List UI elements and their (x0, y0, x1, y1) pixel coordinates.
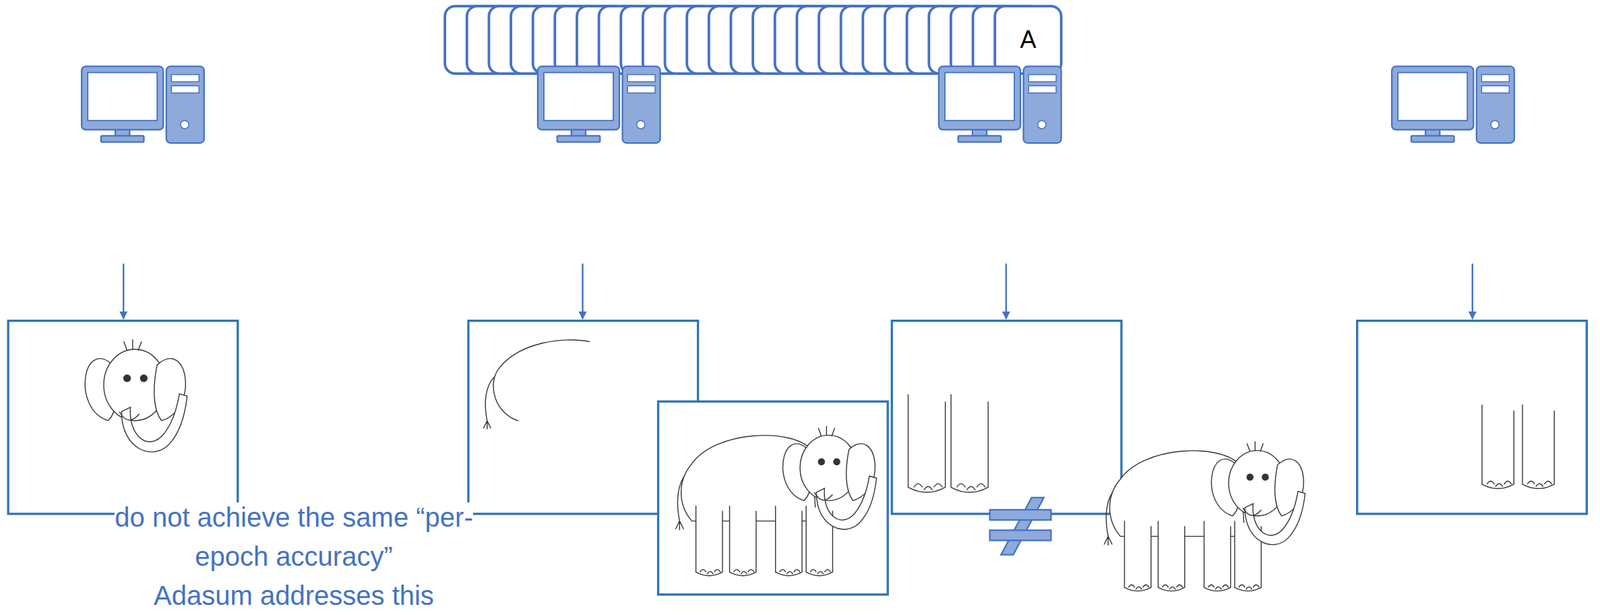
elephant-sketch (1482, 404, 1555, 489)
down-arrow (122, 263, 125, 319)
note-text: Adasum addresses this (153, 580, 435, 610)
note-line-wrap: Adasum addresses this (105, 575, 483, 615)
elephant-sketch (483, 339, 590, 429)
computer-icons (81, 66, 1515, 143)
image-box (8, 320, 238, 514)
computer-icon (537, 66, 661, 143)
elephant-sketch (84, 339, 187, 452)
down-arrow (1005, 263, 1007, 319)
computer-icon (938, 66, 1062, 143)
image-box (891, 320, 1122, 514)
image-boxes (8, 320, 1587, 595)
note-text: do not achieve the same “per-epoch accur… (114, 502, 473, 571)
image-box (658, 401, 889, 594)
worker-card (994, 6, 1061, 74)
image-box (1357, 320, 1588, 514)
worker-label: A (1019, 25, 1036, 54)
elephant-sketch (1103, 440, 1305, 591)
computer-icon (1391, 66, 1515, 143)
computer-icon (81, 66, 205, 143)
note-block: do not achieve the same “per-epoch accur… (105, 497, 483, 615)
not-equal-symbol (990, 497, 1052, 555)
elephant-sketch (675, 425, 877, 576)
note-line-wrap: do not achieve the same “per-epoch accur… (105, 497, 483, 576)
elephant-drawings (84, 339, 1555, 591)
down-arrows (123, 263, 1473, 319)
elephant-sketch (907, 394, 989, 492)
worker-card-front: A (994, 6, 1062, 74)
down-arrow (1471, 263, 1474, 319)
down-arrow (581, 263, 583, 319)
worker-stack (444, 6, 1061, 74)
